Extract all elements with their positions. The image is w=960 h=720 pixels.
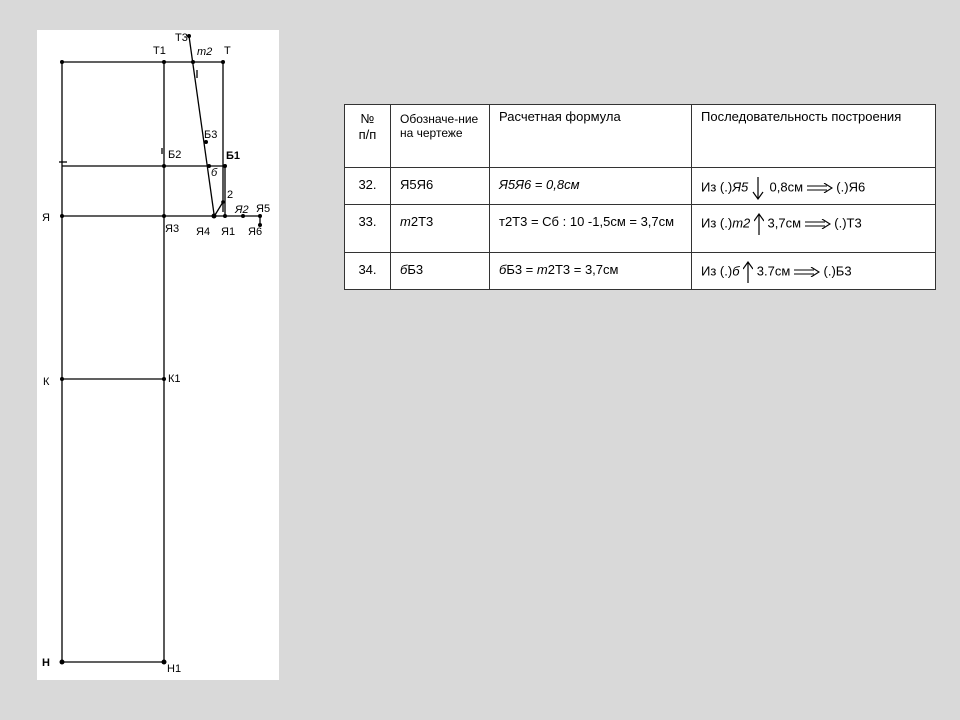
point-ya6 xyxy=(258,223,262,227)
header-designation: Обозначе-ние на чертеже xyxy=(390,104,490,168)
designation-rest: Б3 xyxy=(407,262,424,277)
row-formula: бБ3 = т2Т3 = 3,7см xyxy=(489,252,692,290)
label-ya: Я xyxy=(42,212,50,224)
label-ya2: Я2 xyxy=(234,204,249,216)
designation-rest: 2Т3 xyxy=(410,214,434,229)
formula-part: т xyxy=(536,262,548,277)
arrow-up-icon xyxy=(753,213,764,235)
label-b-small: б xyxy=(211,167,218,179)
seq-prefix: Из (.) xyxy=(701,263,733,279)
row-designation: т2Т3 xyxy=(390,204,490,253)
row-num: 32. xyxy=(344,167,391,205)
table-row: 34. бБ3 бБ3 = т2Т3 = 3,7см Из (.)б 3.7см… xyxy=(344,252,936,290)
point-ya4 xyxy=(211,213,217,219)
point-k xyxy=(60,377,64,381)
seq-prefix: Из (.) xyxy=(701,215,733,231)
seq-prefix: Из (.) xyxy=(701,179,733,195)
seq-value: 0,8см xyxy=(769,179,804,195)
label-k: К xyxy=(43,376,50,388)
table-row: 32. Я5Я6 Я5Я6 = 0,8см Из (.)Я5 0,8см (.)… xyxy=(344,167,936,205)
label-m2: т2 xyxy=(197,46,212,58)
row-num: 33. xyxy=(344,204,391,253)
formula-part: Б3 = xyxy=(506,262,537,277)
point-b3 xyxy=(204,140,208,144)
point-t xyxy=(221,60,225,64)
label-n: Н xyxy=(42,657,50,669)
point-ya5 xyxy=(258,214,262,218)
row-formula: т2Т3 = Сб : 10 -1,5см = 3,7см xyxy=(489,204,692,253)
construction-table: № п/п Обозначе-ние на чертеже Расчетная … xyxy=(344,104,936,290)
seq-from: т2 xyxy=(732,215,751,231)
header-sequence: Последовательность построения xyxy=(691,104,936,168)
seq-to: (.)Т3 xyxy=(834,215,862,231)
label-b3: Б3 xyxy=(204,129,217,141)
label-ya5: Я5 xyxy=(256,203,270,215)
arrow-up-icon xyxy=(743,261,754,283)
seq-to: (.)Я6 xyxy=(836,179,866,195)
label-b2: Б2 xyxy=(168,149,181,161)
point-b1 xyxy=(223,164,227,168)
seq-value: 3.7см xyxy=(756,263,791,279)
label-t3: Т3 xyxy=(175,32,188,44)
line-bisector-2 xyxy=(214,201,224,216)
label-k1: К1 xyxy=(168,373,181,385)
point-t3 xyxy=(187,34,191,38)
point-ya xyxy=(60,214,64,218)
line-t3-ya4 xyxy=(188,35,215,215)
row-sequence: Из (.)б 3.7см (.)Б3 xyxy=(691,252,936,290)
row-designation: Я5Я6 xyxy=(390,167,490,205)
table-header-row: № п/п Обозначе-ние на чертеже Расчетная … xyxy=(344,104,936,168)
double-arrow-right-icon xyxy=(804,219,831,229)
header-formula: Расчетная формула xyxy=(489,104,692,168)
double-arrow-right-icon xyxy=(806,183,833,193)
seq-value: 3,7см xyxy=(767,215,802,231)
row-designation: бБ3 xyxy=(390,252,490,290)
point-b-small xyxy=(207,164,211,168)
point-t1 xyxy=(162,60,166,64)
pattern-drawing-svg: Т3 Т1 т2 Т Б3 Б2 Б1 б 2 Я Я3 Я4 Я1 Я2 Я5… xyxy=(42,32,270,675)
construction-table-wrapper: № п/п Обозначе-ние на чертеже Расчетная … xyxy=(344,104,936,290)
row-sequence: Из (.)Я5 0,8см (.)Я6 xyxy=(691,167,936,205)
point-bisector xyxy=(221,200,225,204)
label-ya6: Я6 xyxy=(248,226,262,238)
point-m2 xyxy=(191,60,195,64)
point-b2 xyxy=(162,164,166,168)
seq-to: (.)Б3 xyxy=(823,263,852,279)
formula-part: б xyxy=(499,262,507,277)
seq-from: Я5 xyxy=(732,179,749,195)
designation-italic: т xyxy=(400,214,411,229)
point-k1 xyxy=(162,377,166,381)
label-two: 2 xyxy=(227,189,233,201)
label-b1: Б1 xyxy=(226,150,240,162)
row-formula: Я5Я6 = 0,8см xyxy=(489,167,692,205)
point-ya3 xyxy=(162,214,166,218)
label-ya4: Я4 xyxy=(196,226,210,238)
seq-from: б xyxy=(732,263,740,279)
label-t1: Т1 xyxy=(153,45,166,57)
label-t: Т xyxy=(224,45,231,57)
table-row: 33. т2Т3 т2Т3 = Сб : 10 -1,5см = 3,7см И… xyxy=(344,204,936,253)
point-n xyxy=(59,659,65,665)
row-sequence: Из (.)т2 3,7см (.)Т3 xyxy=(691,204,936,253)
header-num: № п/п xyxy=(344,104,391,168)
label-ya3: Я3 xyxy=(165,223,179,235)
designation-italic: б xyxy=(400,262,408,277)
point-top-left xyxy=(60,60,64,64)
arrow-down-icon xyxy=(752,177,764,200)
point-ya1 xyxy=(223,214,227,218)
double-arrow-right-icon xyxy=(793,267,820,277)
label-ya1: Я1 xyxy=(221,226,235,238)
point-n1 xyxy=(161,659,167,665)
row-num: 34. xyxy=(344,252,391,290)
point-ya2 xyxy=(241,214,245,218)
formula-part: 2Т3 = 3,7см xyxy=(547,262,619,277)
pattern-drawing: Т3 Т1 т2 Т Б3 Б2 Б1 б 2 Я Я3 Я4 Я1 Я2 Я5… xyxy=(37,30,279,680)
label-n1: Н1 xyxy=(167,663,181,675)
